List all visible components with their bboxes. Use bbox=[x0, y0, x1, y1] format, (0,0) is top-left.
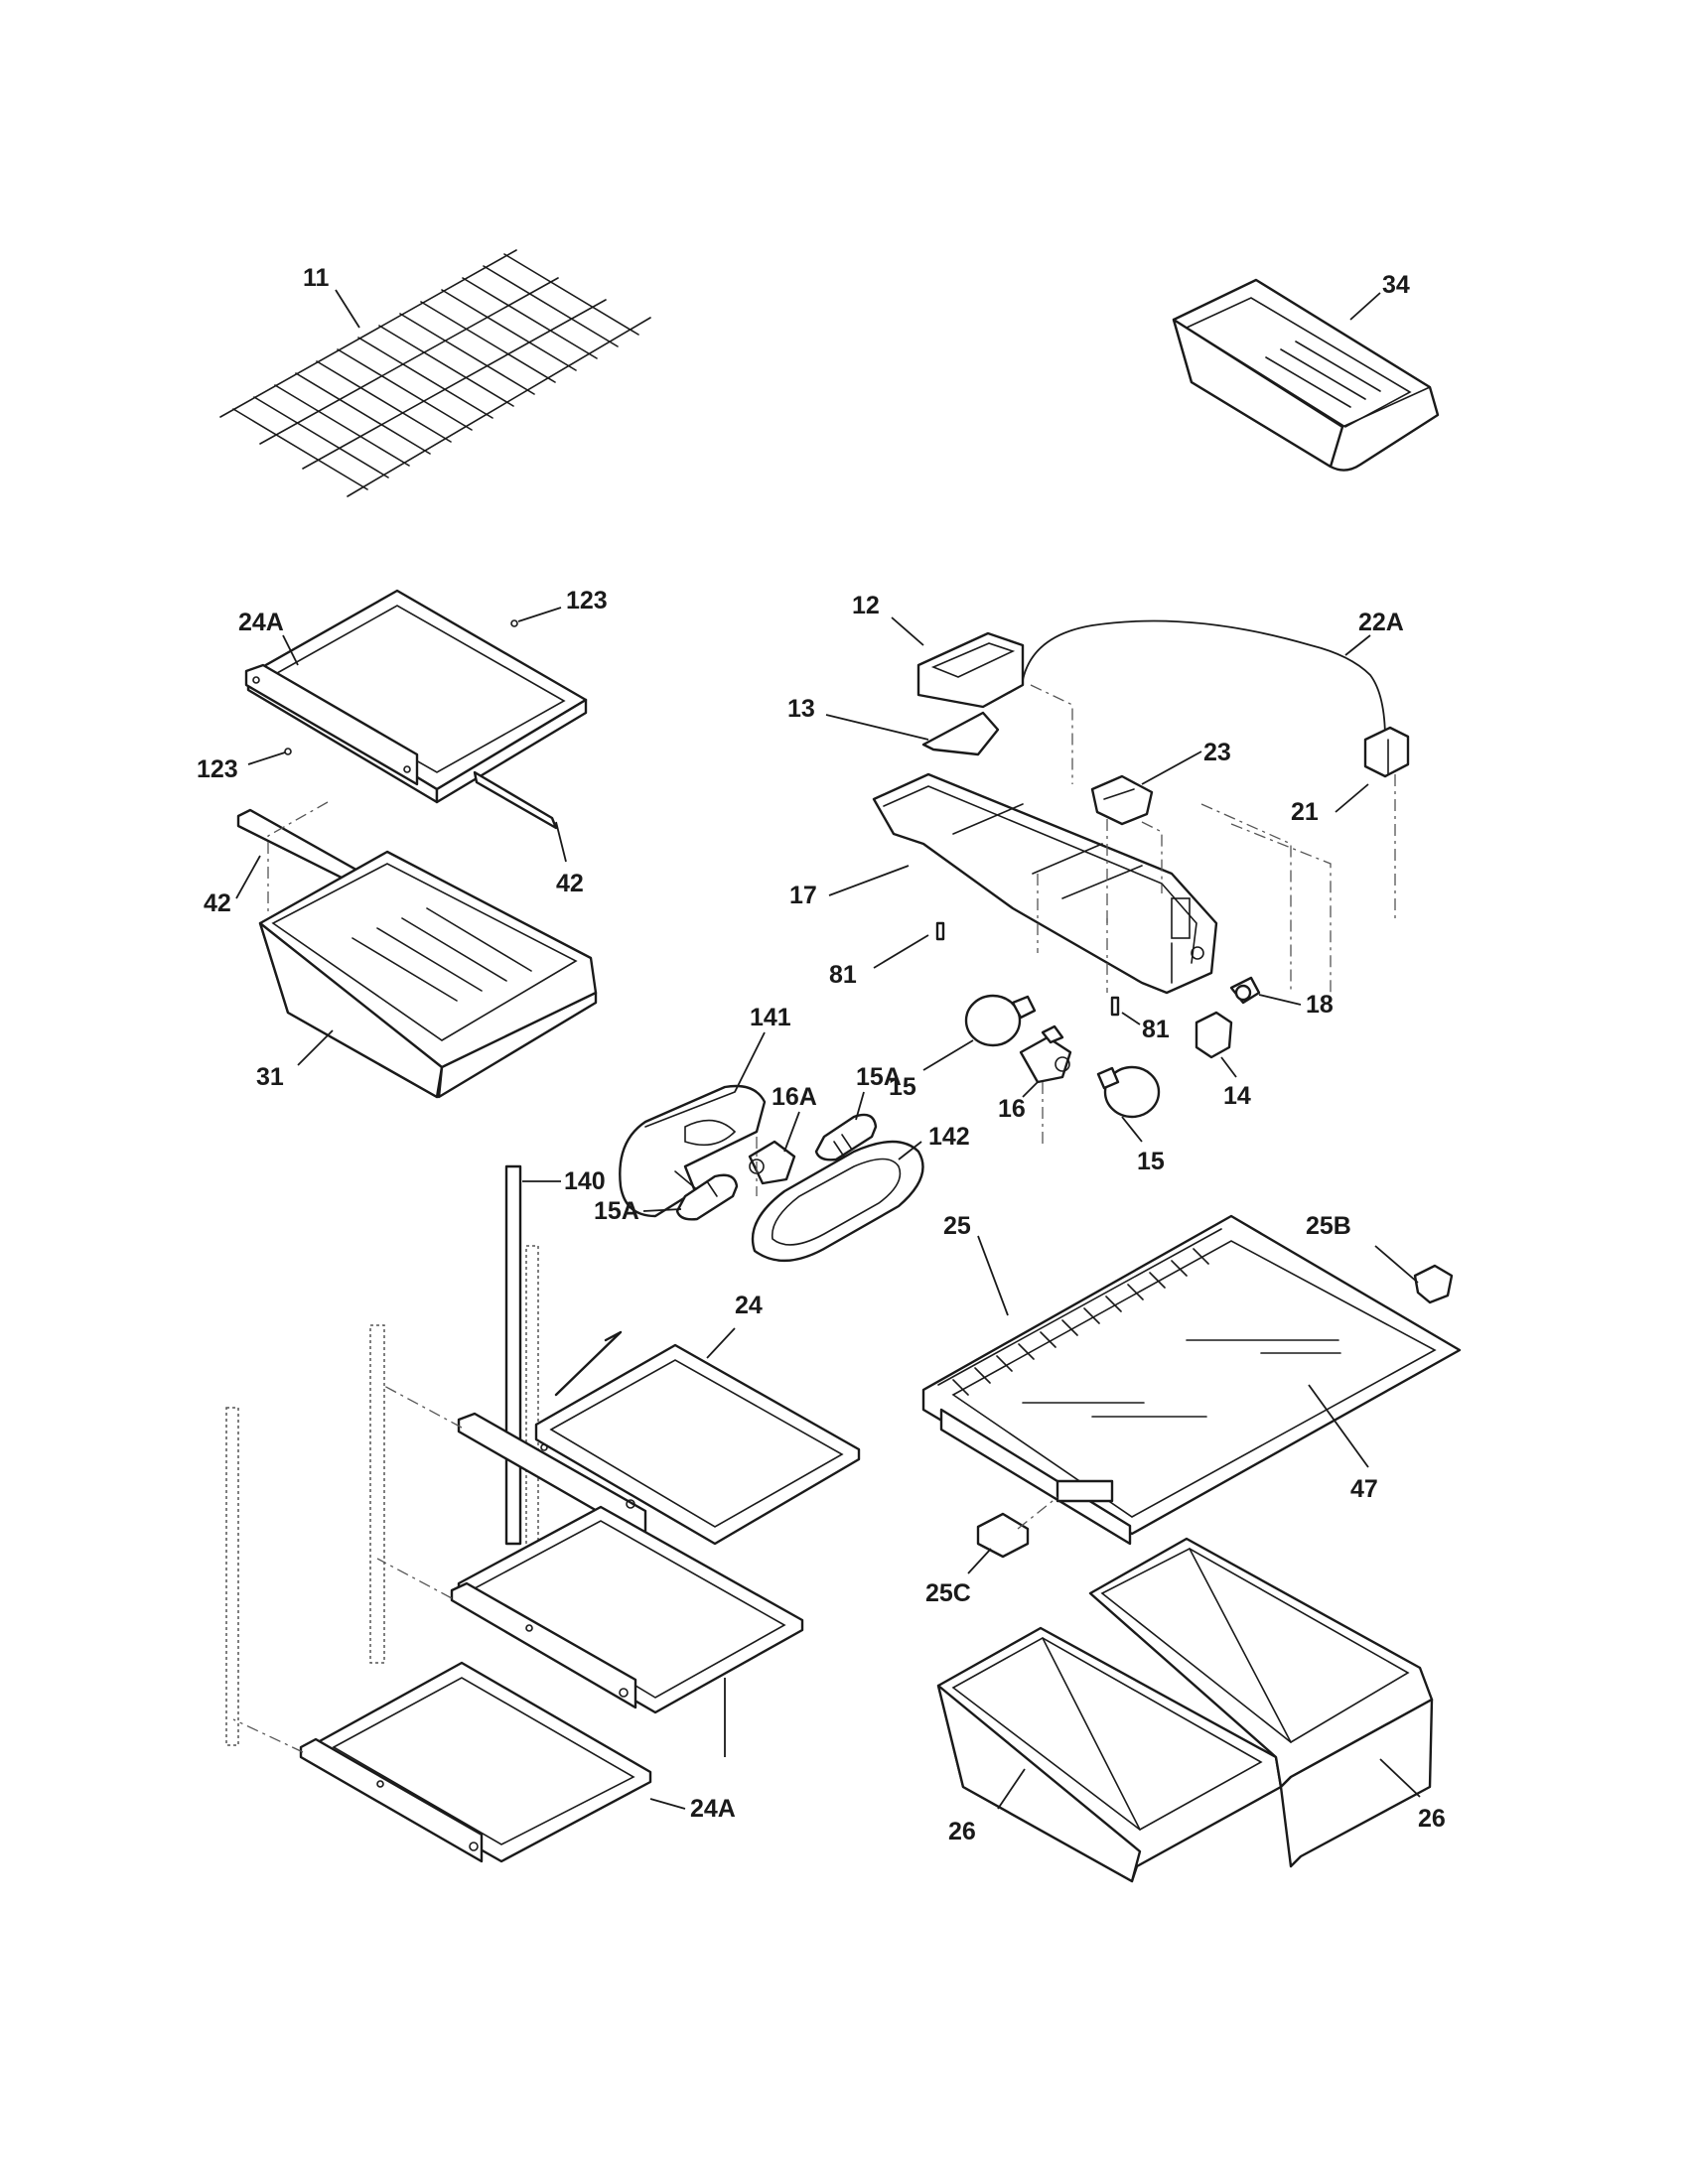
bin-26-right bbox=[1088, 1537, 1434, 1868]
shelf-24A-lower bbox=[299, 1661, 652, 1863]
callout-14: 14 bbox=[1223, 1082, 1251, 1110]
bracket-25B bbox=[1413, 1264, 1454, 1304]
screw-81-left bbox=[935, 921, 945, 941]
callout-18: 18 bbox=[1306, 991, 1334, 1019]
wire-shelf-11 bbox=[219, 249, 651, 497]
callout-labels: 11 34 24A 123 123 42 42 31 12 13 22A 23 … bbox=[197, 264, 1446, 1845]
bulb-15A-upper bbox=[814, 1113, 878, 1161]
rail-42-right bbox=[473, 770, 558, 830]
callout-25C: 25C bbox=[925, 1579, 971, 1607]
callout-81-right: 81 bbox=[1142, 1016, 1170, 1043]
socket-16 bbox=[1019, 1024, 1072, 1084]
callout-31: 31 bbox=[256, 1063, 284, 1091]
switch-14 bbox=[1195, 1011, 1233, 1059]
callout-21: 21 bbox=[1291, 798, 1319, 826]
callout-16A: 16A bbox=[772, 1083, 817, 1111]
callout-123-left: 123 bbox=[197, 755, 238, 783]
callout-11: 11 bbox=[303, 264, 330, 292]
bin-34 bbox=[1172, 278, 1440, 472]
light-cover-12 bbox=[916, 631, 1025, 709]
callout-24: 24 bbox=[735, 1292, 763, 1319]
callout-25B: 25B bbox=[1306, 1212, 1351, 1240]
shelf-24A-top bbox=[244, 589, 588, 804]
callout-12: 12 bbox=[852, 592, 880, 619]
wire-harness-22A bbox=[1022, 619, 1386, 741]
callout-81-left: 81 bbox=[829, 961, 857, 989]
light-housing-17 bbox=[872, 772, 1218, 995]
lamp-cover-141 bbox=[619, 1084, 767, 1218]
callout-42-left: 42 bbox=[204, 889, 231, 917]
callout-47: 47 bbox=[1350, 1475, 1378, 1503]
callout-42-right: 42 bbox=[556, 870, 584, 897]
bulb-15-upper bbox=[964, 994, 1037, 1047]
callout-26-right: 26 bbox=[1418, 1805, 1446, 1833]
callout-142: 142 bbox=[928, 1123, 970, 1151]
shelf-24A-middle bbox=[450, 1505, 804, 1714]
bracket-25C bbox=[976, 1512, 1030, 1559]
bulb-15-lower bbox=[1096, 1065, 1161, 1119]
bulb-15A-lower bbox=[675, 1173, 739, 1221]
shield-13 bbox=[921, 711, 1000, 756]
callout-26-left: 26 bbox=[948, 1818, 976, 1845]
callout-13: 13 bbox=[787, 695, 815, 723]
drawer-31 bbox=[258, 850, 598, 1099]
bin-26-left bbox=[936, 1626, 1283, 1883]
lens-142 bbox=[751, 1140, 924, 1262]
callout-15A-upper: 15A bbox=[856, 1063, 902, 1091]
part-18 bbox=[1229, 976, 1261, 1005]
callout-24A-lower: 24A bbox=[690, 1795, 736, 1823]
screw-81-right bbox=[1110, 996, 1120, 1017]
shelf-25 bbox=[921, 1214, 1462, 1546]
rail-140 bbox=[504, 1164, 539, 1574]
callout-34: 34 bbox=[1382, 271, 1410, 299]
callout-23: 23 bbox=[1203, 739, 1231, 766]
callout-24A-top: 24A bbox=[238, 609, 284, 636]
callout-17: 17 bbox=[789, 882, 817, 909]
switch-23 bbox=[1090, 774, 1154, 826]
callout-16: 16 bbox=[998, 1095, 1026, 1123]
connector-21 bbox=[1363, 726, 1410, 778]
callout-15A-lower: 15A bbox=[594, 1197, 639, 1225]
callout-141: 141 bbox=[750, 1004, 791, 1031]
callout-22A: 22A bbox=[1358, 609, 1404, 636]
callout-25: 25 bbox=[943, 1212, 971, 1240]
callout-123-right: 123 bbox=[566, 587, 608, 614]
callout-15-upper: 15 bbox=[889, 1073, 916, 1101]
callout-140: 140 bbox=[564, 1167, 606, 1195]
callout-15-lower: 15 bbox=[1137, 1148, 1165, 1175]
